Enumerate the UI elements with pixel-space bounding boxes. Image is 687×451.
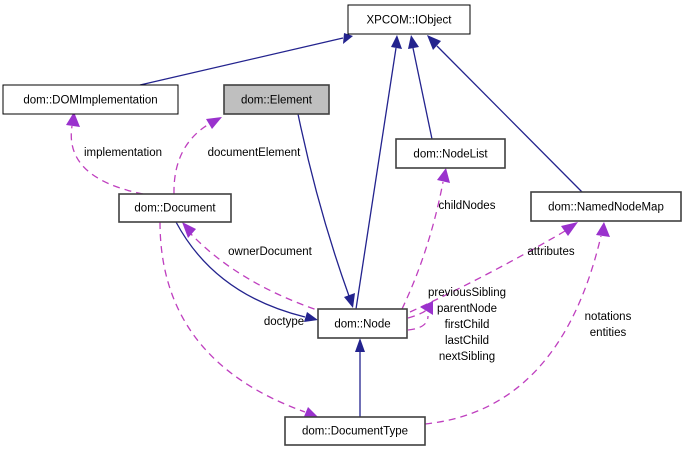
- edge-label-ownerdocument: ownerDocument: [228, 246, 313, 258]
- node-box-dom-domimplementation[interactable]: [2, 84, 179, 115]
- node-xpcom-iobject[interactable]: XPCOM::IObject: [347, 4, 471, 35]
- edge-label-notations: notations: [585, 311, 632, 323]
- edge-label-doctype: doctype: [264, 316, 304, 328]
- node-label-xpcom-iobject: XPCOM::IObject: [367, 15, 453, 27]
- edge-label-parentnode: parentNode: [437, 303, 497, 315]
- node-label-dom-documenttype: dom::DocumentType: [302, 426, 408, 438]
- edge-label-previoussibling: previousSibling: [428, 287, 506, 299]
- edge-label-nextsibling: nextSibling: [439, 351, 495, 363]
- edge-node-to-nodelist: [401, 168, 450, 310]
- edge-label-node-self-relations: previousSibling parentNode firstChild la…: [428, 287, 506, 363]
- node-box-dom-element[interactable]: [223, 84, 330, 115]
- edge-element-to-node: [297, 113, 355, 308]
- edge-node-to-namednodemap: [409, 222, 578, 313]
- node-dom-domimplementation[interactable]: dom::DOMImplementation: [2, 84, 179, 115]
- node-dom-element[interactable]: dom::Element: [223, 84, 330, 115]
- node-box-dom-documenttype[interactable]: [284, 416, 426, 446]
- node-dom-nodelist[interactable]: dom::NodeList: [395, 138, 506, 169]
- node-label-dom-document: dom::Document: [134, 203, 216, 215]
- node-label-dom-node: dom::Node: [334, 319, 390, 331]
- node-box-dom-node[interactable]: [317, 308, 408, 339]
- node-box-dom-nodelist[interactable]: [395, 138, 506, 169]
- node-dom-node[interactable]: dom::Node: [317, 308, 408, 339]
- edge-domimplementation-to-iobject: [139, 33, 353, 86]
- edge-nodelist-to-iobject: [408, 35, 433, 140]
- edge-document-to-domimplementation: [66, 112, 144, 195]
- node-label-dom-nodelist: dom::NodeList: [413, 149, 488, 161]
- edge-documenttype-to-node: [355, 338, 365, 417]
- edge-documenttype-to-namednodemap: [424, 222, 610, 425]
- node-label-dom-element: dom::Element: [241, 95, 313, 107]
- node-label-dom-namednodemap: dom::NamedNodeMap: [548, 202, 664, 214]
- node-dom-document[interactable]: dom::Document: [118, 193, 232, 223]
- node-label-dom-domimplementation: dom::DOMImplementation: [23, 95, 157, 107]
- edge-node-to-iobject: [355, 35, 402, 310]
- edge-label-attributes: attributes: [527, 246, 575, 258]
- edge-namednodemap-to-iobject: [427, 35, 583, 193]
- edge-label-firstchild: firstChild: [445, 319, 490, 331]
- node-box-xpcom-iobject[interactable]: [347, 4, 471, 35]
- edge-document-to-element: [173, 117, 222, 195]
- edge-label-childnodes: childNodes: [439, 200, 496, 212]
- edge-document-to-node: [175, 221, 318, 322]
- edge-node-to-document: [182, 222, 327, 314]
- edge-label-documentelement: documentElement: [208, 147, 301, 159]
- node-dom-documenttype[interactable]: dom::DocumentType: [284, 416, 426, 446]
- edge-node-self-sibling: [407, 301, 433, 331]
- edge-label-entities: entities: [590, 327, 627, 339]
- node-box-dom-document[interactable]: [118, 193, 232, 223]
- node-dom-namednodemap[interactable]: dom::NamedNodeMap: [530, 191, 682, 222]
- edge-document-to-documenttype: [159, 221, 318, 419]
- edge-label-lastchild: lastChild: [445, 335, 489, 347]
- node-box-dom-namednodemap[interactable]: [530, 191, 682, 222]
- edge-label-implementation: implementation: [84, 147, 162, 159]
